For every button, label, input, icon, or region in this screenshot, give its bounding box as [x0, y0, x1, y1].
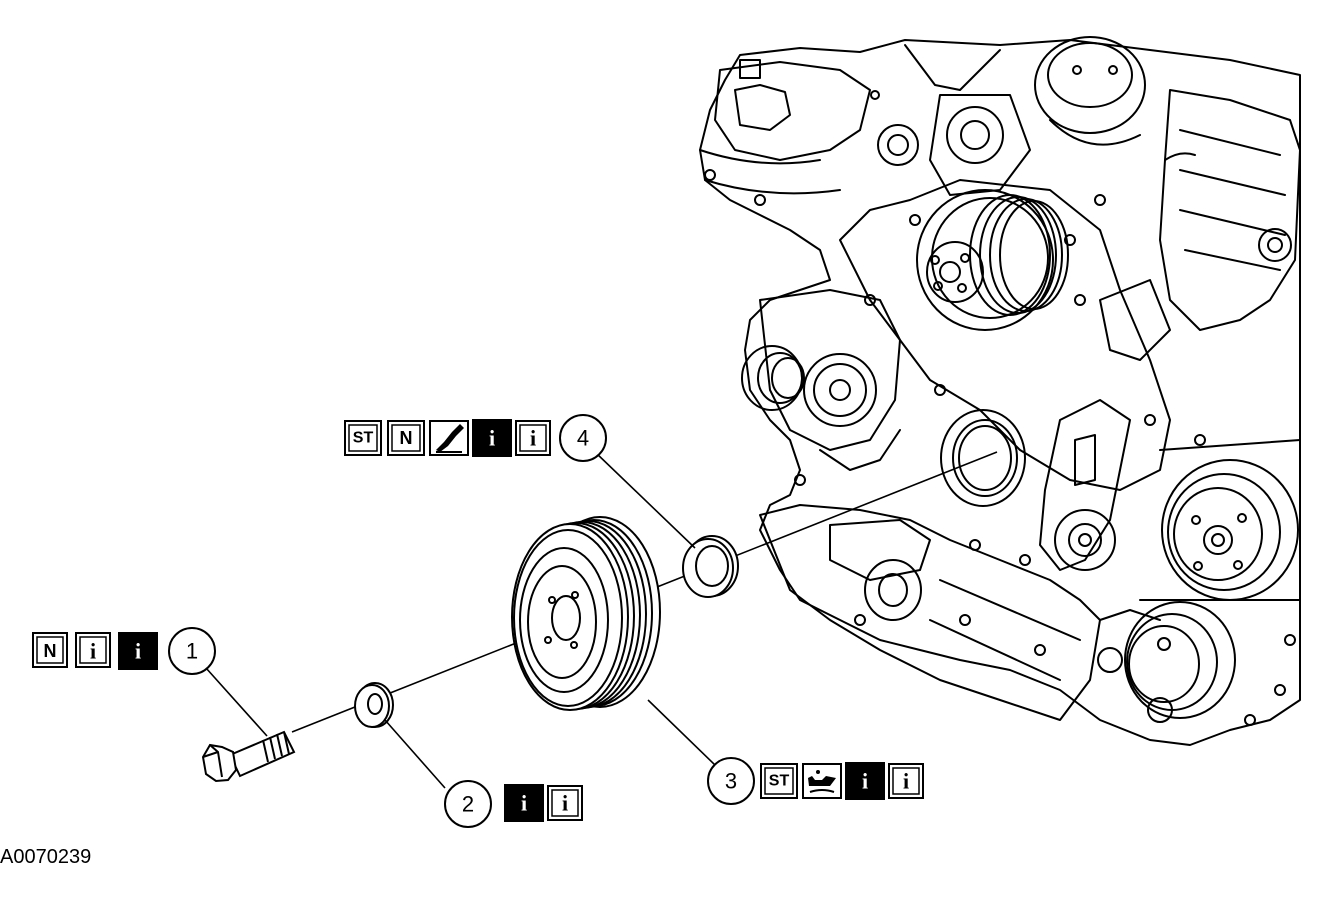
callout-1-symbol-info-inverse: i	[118, 632, 158, 670]
svg-text:i: i	[562, 791, 568, 816]
callout-1: 1 N i i	[32, 627, 216, 675]
callout-2-circle	[444, 780, 492, 828]
svg-text:i: i	[862, 769, 868, 794]
callout-4-number: 4	[577, 426, 589, 451]
crankshaft-pulley-bolt	[201, 730, 296, 783]
ac-compressor-pulley	[1097, 601, 1236, 723]
svg-text:i: i	[489, 426, 495, 451]
callout-4: 4 ST N i i	[344, 414, 607, 462]
belt-tensioner	[741, 289, 901, 486]
svg-text:i: i	[530, 426, 536, 451]
callout-4-symbol-new-part: N	[387, 420, 425, 456]
callout-3-number: 3	[725, 769, 737, 794]
water-pump-pulley	[916, 189, 1069, 331]
callout-2: 2 i i	[444, 780, 583, 828]
callout-1-symbol-info: i	[75, 632, 111, 668]
callout-3-symbol-info: i	[888, 763, 924, 799]
callout-4-circle	[559, 414, 607, 462]
svg-text:i: i	[90, 639, 96, 664]
svg-text:ST: ST	[353, 430, 374, 447]
crankshaft-pulley-washer	[354, 682, 394, 728]
leader-lines	[205, 451, 716, 789]
crankshaft-front-seal	[682, 535, 739, 598]
callout-3-circle	[707, 757, 755, 805]
front-cover-seal-bore	[940, 409, 1026, 507]
callout-3-symbol-oil-can-icon	[802, 763, 842, 799]
callout-2-number: 2	[462, 792, 474, 817]
svg-text:i: i	[903, 769, 909, 794]
callout-1-symbol-new-part: N	[32, 632, 68, 668]
svg-text:N: N	[400, 428, 413, 448]
svg-text:i: i	[521, 791, 527, 816]
callout-2-symbol-info-inverse: i	[504, 784, 544, 822]
callout-4-symbol-special-tool: ST	[344, 420, 382, 456]
callout-4-symbol-info-inverse: i	[472, 419, 512, 457]
svg-text:i: i	[135, 639, 141, 664]
idler-pulley-right	[1161, 459, 1299, 601]
callout-3-symbol-info-inverse: i	[845, 762, 885, 800]
svg-text:N: N	[44, 641, 57, 661]
callout-3-symbol-special-tool: ST	[760, 763, 798, 799]
callout-1-number: 1	[186, 639, 198, 664]
callout-2-symbol-info: i	[547, 785, 583, 821]
figure-id-label: A0070239	[0, 846, 92, 868]
svg-text:ST: ST	[769, 773, 790, 790]
callout-1-circle	[168, 627, 216, 675]
callout-4-symbol-sealant-icon	[429, 420, 469, 456]
engine-front-illustration	[699, 36, 1301, 746]
callout-4-symbol-info: i	[515, 420, 551, 456]
crankshaft-pulley	[511, 516, 661, 711]
callout-3: 3 ST i i	[707, 757, 924, 805]
